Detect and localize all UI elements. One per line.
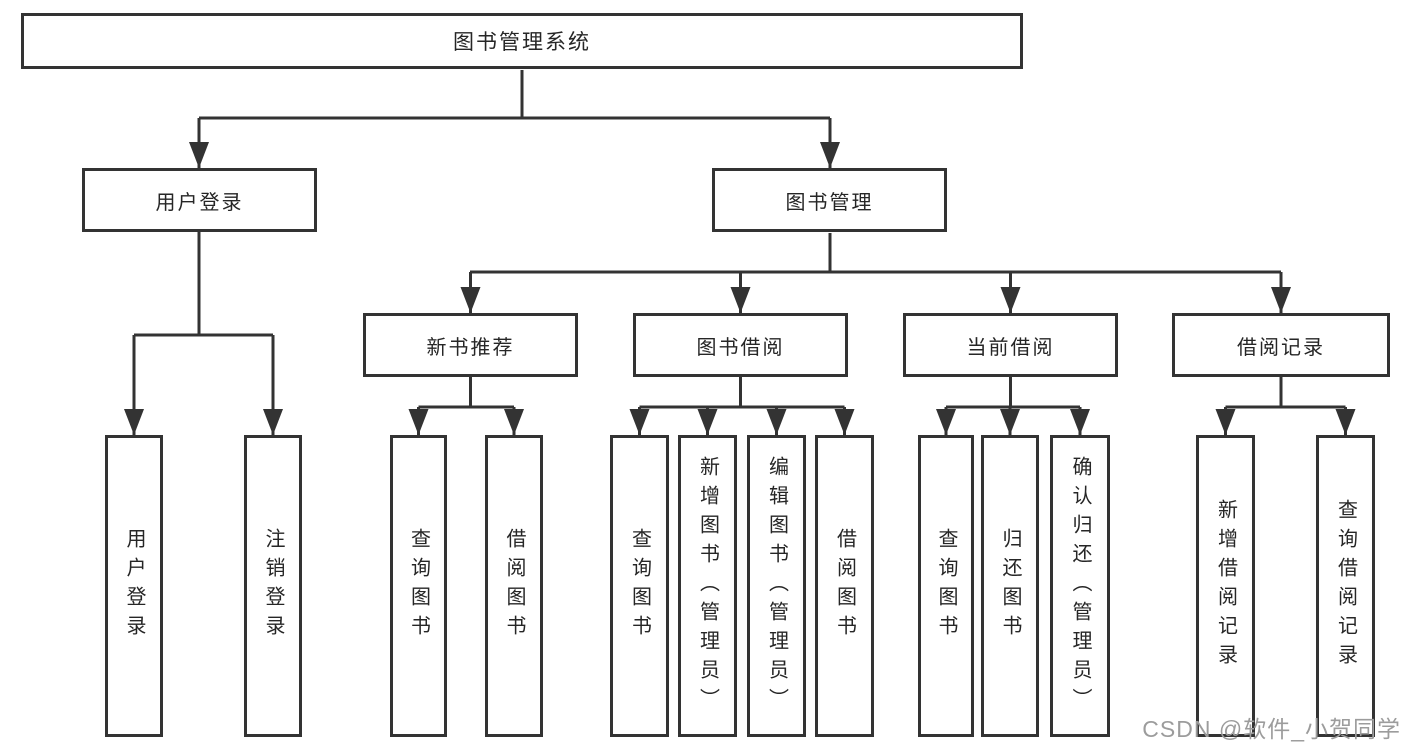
node-leaf-borrowing-edit-books-admin: 编辑图书（管理员） [747, 435, 806, 737]
node-leaf-records-query-record: 查询借阅记录 [1316, 435, 1375, 737]
node-leaf-newbook-query-books: 查询图书 [390, 435, 447, 737]
node-new-book-recommend: 新书推荐 [363, 313, 578, 377]
node-leaf-newbook-borrow-books: 借阅图书 [485, 435, 543, 737]
node-leaf-logout: 注销登录 [244, 435, 302, 737]
node-leaf-borrowing-query-books: 查询图书 [610, 435, 669, 737]
csdn-watermark: CSDN @软件_小贺同学 [1142, 716, 1401, 742]
node-leaf-current-return-books: 归还图书 [981, 435, 1039, 737]
node-book-management-branch: 图书管理 [712, 168, 947, 232]
node-current-borrowing: 当前借阅 [903, 313, 1118, 377]
node-leaf-borrowing-borrow-books: 借阅图书 [815, 435, 874, 737]
node-user-login-branch: 用户登录 [82, 168, 317, 232]
node-root-system: 图书管理系统 [21, 13, 1023, 69]
node-leaf-records-add-record: 新增借阅记录 [1196, 435, 1255, 737]
node-book-borrowing: 图书借阅 [633, 313, 848, 377]
node-leaf-current-confirm-return-admin: 确认归还（管理员） [1050, 435, 1110, 737]
node-leaf-user-login: 用户登录 [105, 435, 163, 737]
node-leaf-current-query-books: 查询图书 [918, 435, 974, 737]
node-borrow-records: 借阅记录 [1172, 313, 1390, 377]
node-leaf-borrowing-add-books-admin: 新增图书（管理员） [678, 435, 737, 737]
